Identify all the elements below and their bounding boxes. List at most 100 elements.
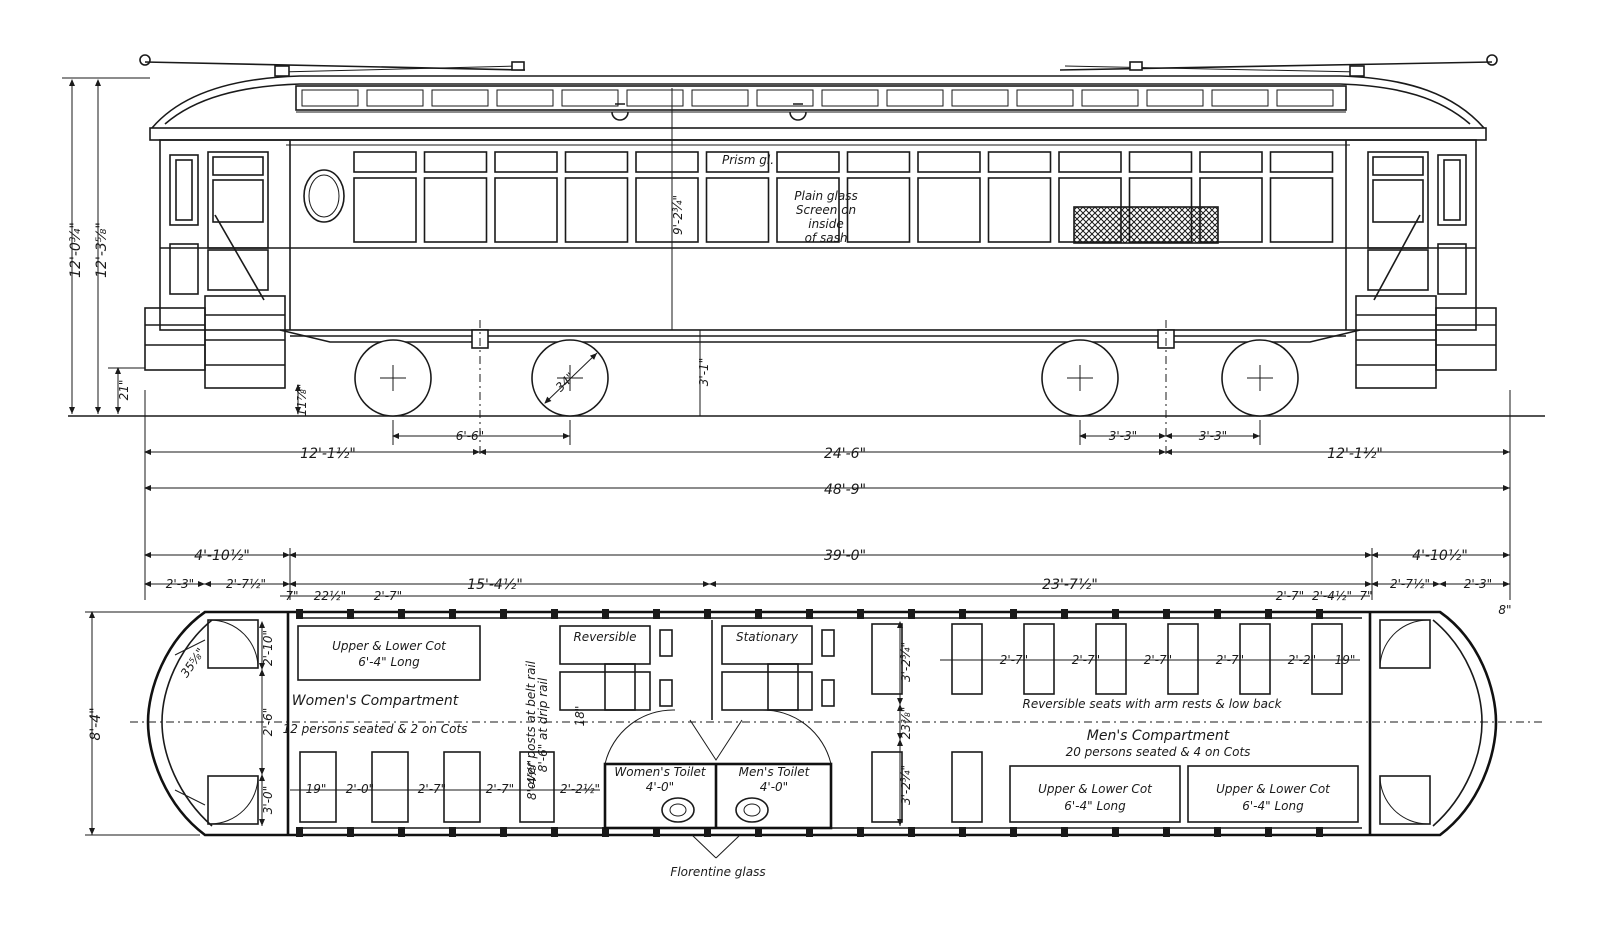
clerestory-window [301, 89, 359, 107]
note-plain-glass-4: of sash [805, 231, 848, 245]
window-lower-pane [423, 177, 488, 243]
dim-m27a: 2'-7" [1000, 653, 1028, 667]
post-bottom [755, 827, 762, 837]
womens-cot-len: 6'-4" Long [358, 655, 420, 669]
screen-panel [1073, 206, 1219, 244]
dim-overhang-left: 12'-1½" [300, 446, 356, 462]
dim-truck-half-a: 3'-3" [1109, 429, 1137, 443]
mens-seat [1095, 623, 1127, 695]
post-top [1112, 609, 1119, 619]
womens-cot-label: Upper & Lower Cot [332, 639, 447, 653]
dim-7-right: 7" [1359, 589, 1372, 603]
dim-seg-2-7-left: 2'-7½" [226, 577, 266, 591]
clerestory-window [496, 89, 554, 107]
clerestory-window [431, 89, 489, 107]
post-top [602, 609, 609, 619]
mens-seat [1311, 623, 1343, 695]
clerestory-window [561, 89, 619, 107]
clerestory-window [1016, 89, 1074, 107]
womens-toilet-dim: 4'-0" [646, 780, 674, 794]
dim-22: 22½" [314, 589, 346, 603]
post-top [500, 609, 507, 619]
mens-seat [951, 623, 983, 695]
window-upper-sash [564, 151, 629, 173]
vent-hook-2 [789, 103, 807, 121]
clerestory-window [821, 89, 879, 107]
post-bottom [1061, 827, 1068, 837]
side-windows [353, 151, 1334, 243]
post-top [1316, 609, 1323, 619]
mens-cot-1-label: Upper & Lower Cot [1038, 782, 1153, 796]
window-lower-pane [776, 177, 840, 243]
dim-w19: 19" [306, 782, 327, 796]
post-top [1061, 609, 1068, 619]
dim-floor-to-roof: 9'-2¾" [671, 195, 685, 235]
over-posts-dim: 8'-4⅝" [525, 760, 539, 800]
post-bottom [908, 827, 915, 837]
left-platform [174, 619, 259, 825]
post-bottom [449, 827, 456, 837]
post-bottom [551, 827, 558, 837]
dim-seg-2-7-right: 2'-7½" [1390, 577, 1430, 591]
dim-platform-left: 4'-10½" [194, 548, 250, 564]
window-upper-sash [705, 151, 770, 173]
dim-m22: 2'-2" [1288, 653, 1316, 667]
window-lower-pane [987, 177, 1052, 243]
dim-seg-2-3-right: 2'-3" [1464, 577, 1492, 591]
dim-mens-len: 23'-7½" [1042, 577, 1098, 593]
post-bottom [806, 827, 813, 837]
womens-toilet-label: Women's Toilet [614, 765, 706, 779]
post-top [908, 609, 915, 619]
mens-seat [1239, 623, 1271, 695]
dim-wheelbase: 6'-6" [456, 429, 484, 443]
dim-2-7a: 2'-7" [374, 589, 402, 603]
dim-7-left: 7" [285, 589, 298, 603]
plan-top-dims [144, 500, 1511, 600]
window-lower-pane [564, 177, 629, 243]
window-lower-pane [1269, 177, 1334, 243]
stationary-label: Stationary [736, 630, 799, 644]
womens-seats [299, 751, 555, 823]
post-top [653, 609, 660, 619]
dim-overall-height-b: 12'-3⅝" [94, 222, 110, 278]
post-bottom [398, 827, 405, 837]
post-bottom [857, 827, 864, 837]
vent-hook-1 [611, 103, 629, 121]
clerestory-window [366, 89, 424, 107]
clerestory-window [951, 89, 1009, 107]
mens-toilet-label: Men's Toilet [739, 765, 811, 779]
wheels [354, 339, 1299, 417]
dim-left-35: 35⅝" [178, 645, 208, 680]
dim-truck-half-b: 3'-3" [1199, 429, 1227, 443]
post-top [1010, 609, 1017, 619]
post-top [1214, 609, 1221, 619]
post-top [1163, 609, 1170, 619]
post-bottom [1265, 827, 1272, 837]
note-plain-glass-2: Screen on [796, 203, 856, 217]
window-lower-pane [705, 177, 770, 243]
mens-seat [1023, 623, 1055, 695]
post-top [1265, 609, 1272, 619]
clerestory-window [1081, 89, 1139, 107]
dim-m27c: 2'-7" [1144, 653, 1172, 667]
post-top [551, 609, 558, 619]
dim-left-3-0: 3'-0" [261, 786, 275, 814]
womens-cot [297, 625, 481, 681]
dim-left-2-10: 2'-10" [261, 630, 275, 666]
clerestory-window [756, 89, 814, 107]
clerestory-window [1211, 89, 1269, 107]
mens-toilet-dim: 4'-0" [760, 780, 788, 794]
dim-2-7b: 2'-7" [1276, 589, 1304, 603]
window-upper-sash [987, 151, 1052, 173]
note-prism-glass: Prism gl. [722, 153, 774, 167]
window-lower-pane [635, 177, 699, 243]
post-bottom [1010, 827, 1017, 837]
dim-aisle-mid: 23⅜" [899, 707, 913, 739]
post-top [755, 609, 762, 619]
florentine-glass-label: Florentine glass [670, 865, 765, 879]
dim-w20: 2'-0" [346, 782, 374, 796]
post-bottom [1112, 827, 1119, 837]
womens-compartment-label: Women's Compartment [292, 693, 459, 709]
clerestory-windows [301, 89, 1334, 107]
